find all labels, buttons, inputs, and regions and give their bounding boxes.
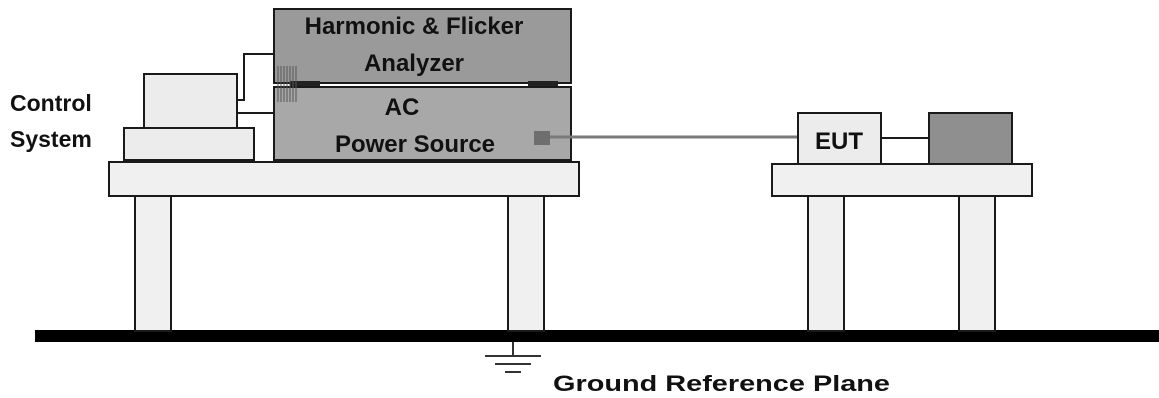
eut-label: EUT bbox=[815, 128, 863, 155]
right-table-leg-1 bbox=[807, 195, 845, 332]
instrument-separator-right bbox=[528, 81, 558, 87]
ground-plane-label: Ground Reference Plane bbox=[553, 371, 890, 396]
ground-plane-bar bbox=[35, 330, 1159, 342]
left-table-leg-2 bbox=[507, 195, 545, 332]
analyzer-label-line1: Harmonic & Flicker bbox=[305, 13, 524, 40]
ground-symbol-icon bbox=[485, 342, 541, 373]
power-source-label-line1: AC bbox=[385, 94, 420, 121]
load-box bbox=[928, 112, 1013, 165]
right-table bbox=[771, 163, 1033, 332]
power-source-box bbox=[273, 86, 572, 161]
left-table-top bbox=[108, 161, 580, 197]
analyzer-box bbox=[273, 8, 572, 84]
output-terminal bbox=[534, 131, 550, 145]
right-table-top bbox=[771, 163, 1033, 197]
power-source-label-line2: Power Source bbox=[335, 131, 495, 158]
control-system bbox=[123, 73, 255, 161]
control-system-monitor bbox=[143, 73, 238, 129]
eut-box bbox=[797, 112, 882, 165]
control-system-label-line1: Control bbox=[10, 90, 92, 116]
instrument-separator-left bbox=[290, 81, 320, 87]
left-table bbox=[108, 161, 580, 332]
right-table-leg-2 bbox=[958, 195, 996, 332]
left-table-leg-1 bbox=[134, 195, 172, 332]
analyzer-label-line2: Analyzer bbox=[364, 50, 464, 77]
connector-hatch bbox=[277, 66, 297, 102]
control-system-label-line2: System bbox=[10, 126, 92, 152]
control-system-base bbox=[123, 127, 255, 161]
control-cables bbox=[237, 53, 275, 114]
